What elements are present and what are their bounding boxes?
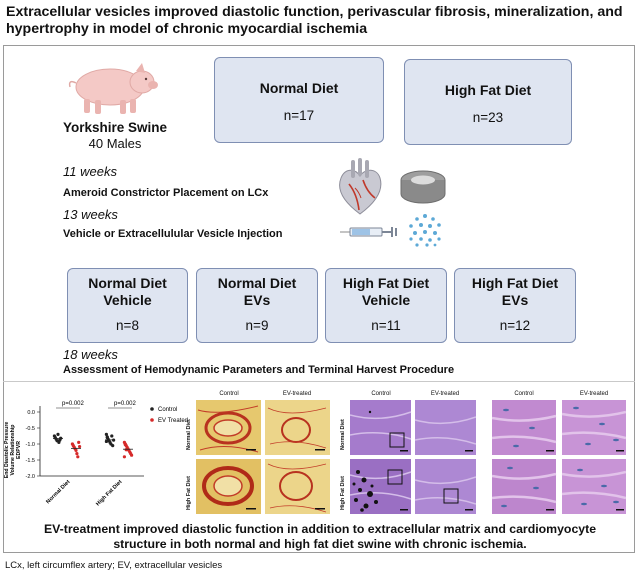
group-box-line2: Vehicle xyxy=(103,292,152,308)
extracellular-vesicles-icon xyxy=(409,214,441,247)
data-point xyxy=(110,434,114,438)
plot-xlabel: High Fat Diet xyxy=(95,479,123,507)
data-point xyxy=(111,444,115,448)
legend-ev-marker xyxy=(150,418,154,422)
timeline-week: 13 weeks xyxy=(63,207,118,222)
swine-count: 40 Males xyxy=(88,136,142,151)
timeline-week: 18 weeks xyxy=(63,347,118,362)
group-box-nd-evs: Normal Diet EVs n=9 xyxy=(196,268,318,343)
group-box-line1: High Fat Diet xyxy=(471,275,559,291)
micro-row-label: Normal Diet xyxy=(340,419,346,450)
group-box-n: n=11 xyxy=(371,318,401,333)
data-point xyxy=(77,440,81,444)
group-box-line1: Normal Diet xyxy=(217,275,297,291)
figure-title: Extracellular vesicles improved diastoli… xyxy=(6,4,623,37)
diet-box-label: High Fat Diet xyxy=(444,82,532,98)
timeline-event: Vehicle or Extracellulular Vesicle Injec… xyxy=(63,228,283,240)
group-box-n: n=12 xyxy=(499,318,531,333)
diet-box-normal: Normal Diet n=17 xyxy=(214,57,384,143)
legend-control-marker xyxy=(150,407,154,411)
group-box-line1: High Fat Diet xyxy=(342,275,430,291)
conclusion-text: EV-treatment improved diastolic function… xyxy=(43,522,597,551)
plot-ylabel: EDPVR xyxy=(16,441,22,459)
group-box-hfd-evs: High Fat Diet EVs n=12 xyxy=(454,268,576,343)
data-point xyxy=(76,455,80,459)
y-tick-label: -0.5 xyxy=(26,426,35,432)
data-point xyxy=(78,444,82,449)
content-frame xyxy=(3,45,635,553)
micro-col-label: EV-treated xyxy=(579,391,609,397)
y-tick-label: -2.0 xyxy=(26,474,35,480)
plot-ylabel: End Diastolic Pressure xyxy=(4,422,10,479)
group-box-hfd-vehicle: High Fat Diet Vehicle n=11 xyxy=(325,268,447,343)
data-point xyxy=(123,443,127,447)
legend-ev-label: EV Treated xyxy=(158,418,188,424)
group-box-line1: Normal Diet xyxy=(88,275,167,291)
section-divider xyxy=(3,381,635,382)
y-tick-label: -1.5 xyxy=(26,458,35,464)
group-box-line2: EVs xyxy=(501,292,529,308)
fibrosis-micrographs xyxy=(196,400,330,514)
data-point xyxy=(105,435,109,439)
heart-icon xyxy=(339,158,382,215)
diet-box-label: Normal Diet xyxy=(259,80,339,96)
footnote: LCx, left circumflex artery; EV, extrace… xyxy=(5,560,223,571)
timeline-week: 11 weeks xyxy=(63,164,117,179)
mineralization-micrographs xyxy=(350,400,476,514)
micro-row-label: High Fat Diet xyxy=(340,476,346,510)
group-box-line2: Vehicle xyxy=(361,292,411,308)
micro-col-label: Control xyxy=(371,391,391,397)
edpvr-scatter-plot: End Diastolic Pressure Volume Relationsh… xyxy=(4,401,188,507)
timeline-event: Assessment of Hemodynamic Parameters and… xyxy=(63,364,455,376)
micro-row-label: Normal Diet xyxy=(186,419,192,450)
timeline-event: Ameroid Constrictor Placement on LCx xyxy=(63,187,269,199)
group-box-n: n=9 xyxy=(245,318,269,333)
data-point xyxy=(75,452,79,456)
micro-row-label: High Fat Diet xyxy=(186,476,192,510)
data-point xyxy=(122,455,126,459)
plot-ylabel: Volume Relationship xyxy=(10,425,16,476)
data-point xyxy=(74,448,78,452)
syringe-icon xyxy=(340,227,397,237)
data-point xyxy=(104,432,108,436)
data-point xyxy=(130,453,134,457)
data-point xyxy=(56,432,60,436)
pvalue-normal: p=0.002 xyxy=(62,401,85,407)
diet-box-n: n=23 xyxy=(472,110,504,125)
cardiomyocyte-micrographs xyxy=(492,400,626,514)
micro-col-label: Control xyxy=(219,391,239,397)
group-box-n: n=8 xyxy=(116,318,139,333)
group-box-nd-vehicle: Normal Diet Vehicle n=8 xyxy=(67,268,188,343)
ameroid-constrictor-icon xyxy=(400,170,446,204)
diet-box-high-fat: High Fat Diet n=23 xyxy=(404,59,572,145)
swine-label: Yorkshire Swine xyxy=(62,120,168,135)
diet-box-n: n=17 xyxy=(283,108,315,123)
y-tick-label: 0.0 xyxy=(27,410,35,416)
data-point xyxy=(104,439,108,444)
micro-col-label: Control xyxy=(514,391,534,397)
plot-xlabel: Normal Diet xyxy=(45,479,71,505)
group-box-line2: EVs xyxy=(243,292,271,308)
pig-icon xyxy=(68,63,158,114)
legend-control-label: Control xyxy=(158,407,177,413)
micro-col-label: EV-treated xyxy=(430,391,460,397)
micro-col-label: EV-treated xyxy=(282,391,312,397)
y-tick-label: -1.0 xyxy=(26,442,35,448)
data-point xyxy=(124,448,128,452)
pvalue-high-fat: p=0.002 xyxy=(114,401,137,407)
